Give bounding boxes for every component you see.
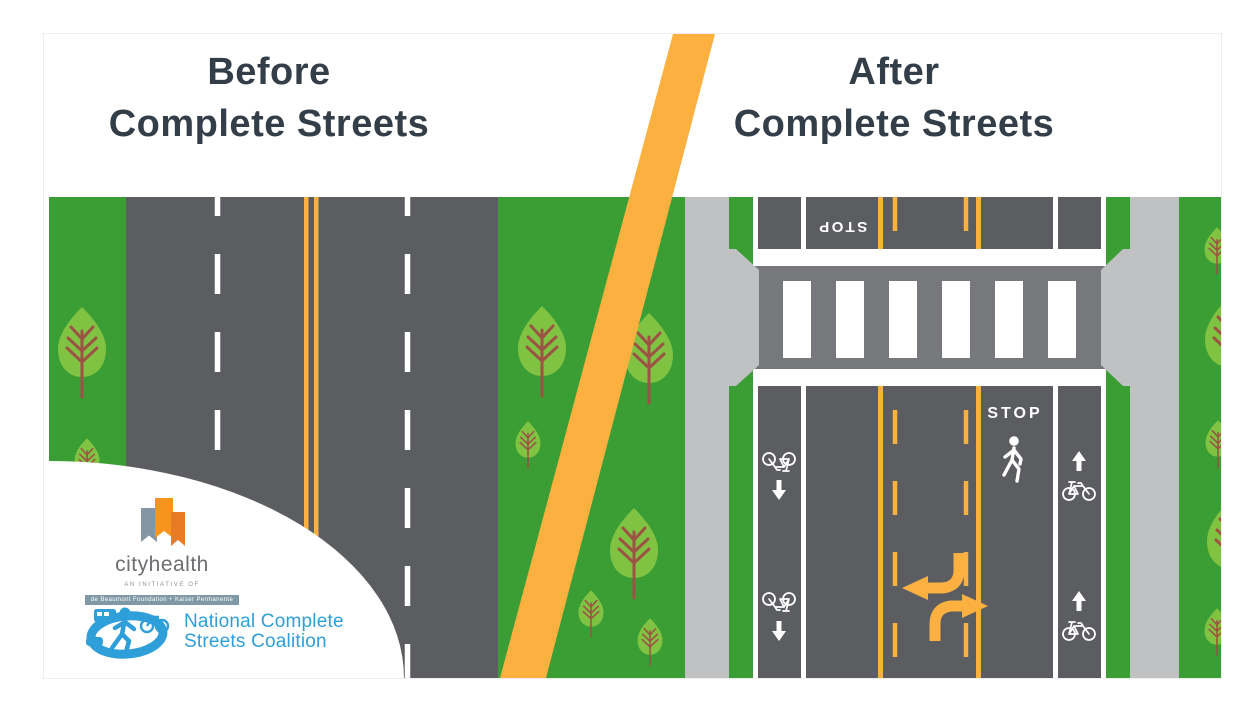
after-title: After Complete Streets [664,46,1124,150]
footer-curve [44,461,404,678]
before-title-line2: Complete Streets [108,103,430,145]
cityhealth-wordmark: cityhealth [115,553,209,576]
road-edge-line [753,197,758,678]
ncsc-wordmark-line1: National Complete [184,611,344,632]
before-title: Before Complete Streets [44,46,494,150]
bike-lane-line [1053,197,1058,678]
center-yellow-line [304,197,309,678]
crosswalk-band [753,266,1106,369]
stop-marking-inverted: STOP [817,218,868,235]
curb-extension-right [1101,249,1179,386]
stop-bar-bottom [753,369,1106,386]
turn-lane-solid-yellow [976,197,981,678]
bike-lane-line [801,197,806,678]
cityhealth-logo: cityhealth AN INITIATIVE OF de Beaumont … [62,494,262,606]
cityhealth-buildings-icon [141,498,185,546]
road-edge-line [1101,197,1106,678]
turn-lane-solid-yellow [878,197,883,678]
before-title-line1: Before [207,51,331,93]
cityhealth-tagline: AN INITIATIVE OF [124,582,200,588]
pedestrian-icon [109,607,137,655]
bus-icon [94,609,116,622]
cityhealth-partners: de Beaumont Foundation + Kaiser Permanen… [84,595,240,605]
curb-extension-left [685,249,759,386]
bicycle-icon [139,615,170,634]
artboard: STOP STOP [43,33,1222,679]
stop-bar-top [753,249,1106,266]
ncsc-wordmark: National Complete Streets Coalition [184,612,344,652]
after-title-line2: Complete Streets [733,103,1055,145]
ncsc-oval-icon [86,607,170,659]
ncsc-logo: National Complete Streets Coalition [84,604,344,660]
two-way-turn-arrows-icon [902,553,988,641]
car-icon [86,637,103,646]
street-scene: STOP STOP [44,34,1221,678]
crosswalk-zebra-stripes [783,281,1076,358]
after-street: STOP STOP [685,197,1221,678]
after-title-line1: After [848,51,940,93]
stop-marking: STOP [987,405,1042,422]
center-yellow-line [314,197,319,678]
diagonal-divider-stripe [500,34,715,678]
ncsc-wordmark-line2: Streets Coalition [184,631,327,652]
